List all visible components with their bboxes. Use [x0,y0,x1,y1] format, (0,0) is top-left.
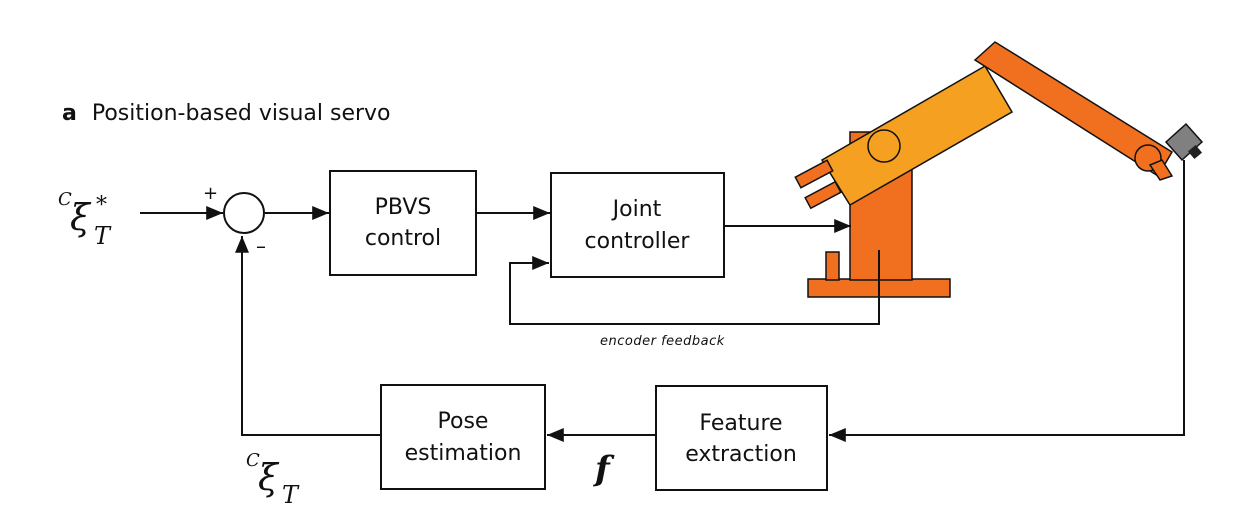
pose-estimation-line-2: estimation [405,441,522,466]
feature-extraction-line-1: Feature [699,411,782,436]
pose-estimation-block: Pose estimation [380,384,546,490]
minus-sign: – [256,234,266,258]
camera-to-feature-arrow [829,160,1185,442]
pose-estimation-line-1: Pose [438,409,489,434]
estimate-superscript: C [246,450,260,471]
feature-vector-label: f [593,449,615,489]
panel-title: Position-based visual servo [92,101,391,126]
pbvs-control-line-2: control [365,226,441,251]
reference-superscript: C [58,189,72,210]
camera-icon [1164,122,1204,162]
reference-symbol: ξ [70,198,92,239]
joint-controller-block: Joint controller [550,172,725,278]
encoder-feedback-loop [509,250,880,325]
reference-pose-label: C ξ * T [58,189,112,250]
pose-to-sum-feedback-arrow [235,236,380,436]
figure-title: a Position-based visual servo [62,101,391,126]
encoder-feedback-label: encoder feedback [600,334,725,349]
panel-letter: a [62,101,77,126]
reference-star: * [96,193,107,218]
joint-controller-line-2: controller [585,229,691,254]
feature-extraction-block: Feature extraction [655,385,828,491]
industrial-robot-arm-icon [794,41,1174,298]
summing-junction [223,192,265,234]
estimated-pose-label: C ξ T [246,450,300,509]
reference-subscript: T [94,222,112,250]
pbvs-control-block: PBVS control [329,170,477,276]
plus-sign: + [203,183,218,204]
estimate-subscript: T [282,481,300,509]
pbvs-control-line-1: PBVS [375,195,432,220]
feature-extraction-line-2: extraction [685,442,797,467]
estimate-symbol: ξ [258,458,280,499]
joint-controller-line-1: Joint [611,197,662,222]
